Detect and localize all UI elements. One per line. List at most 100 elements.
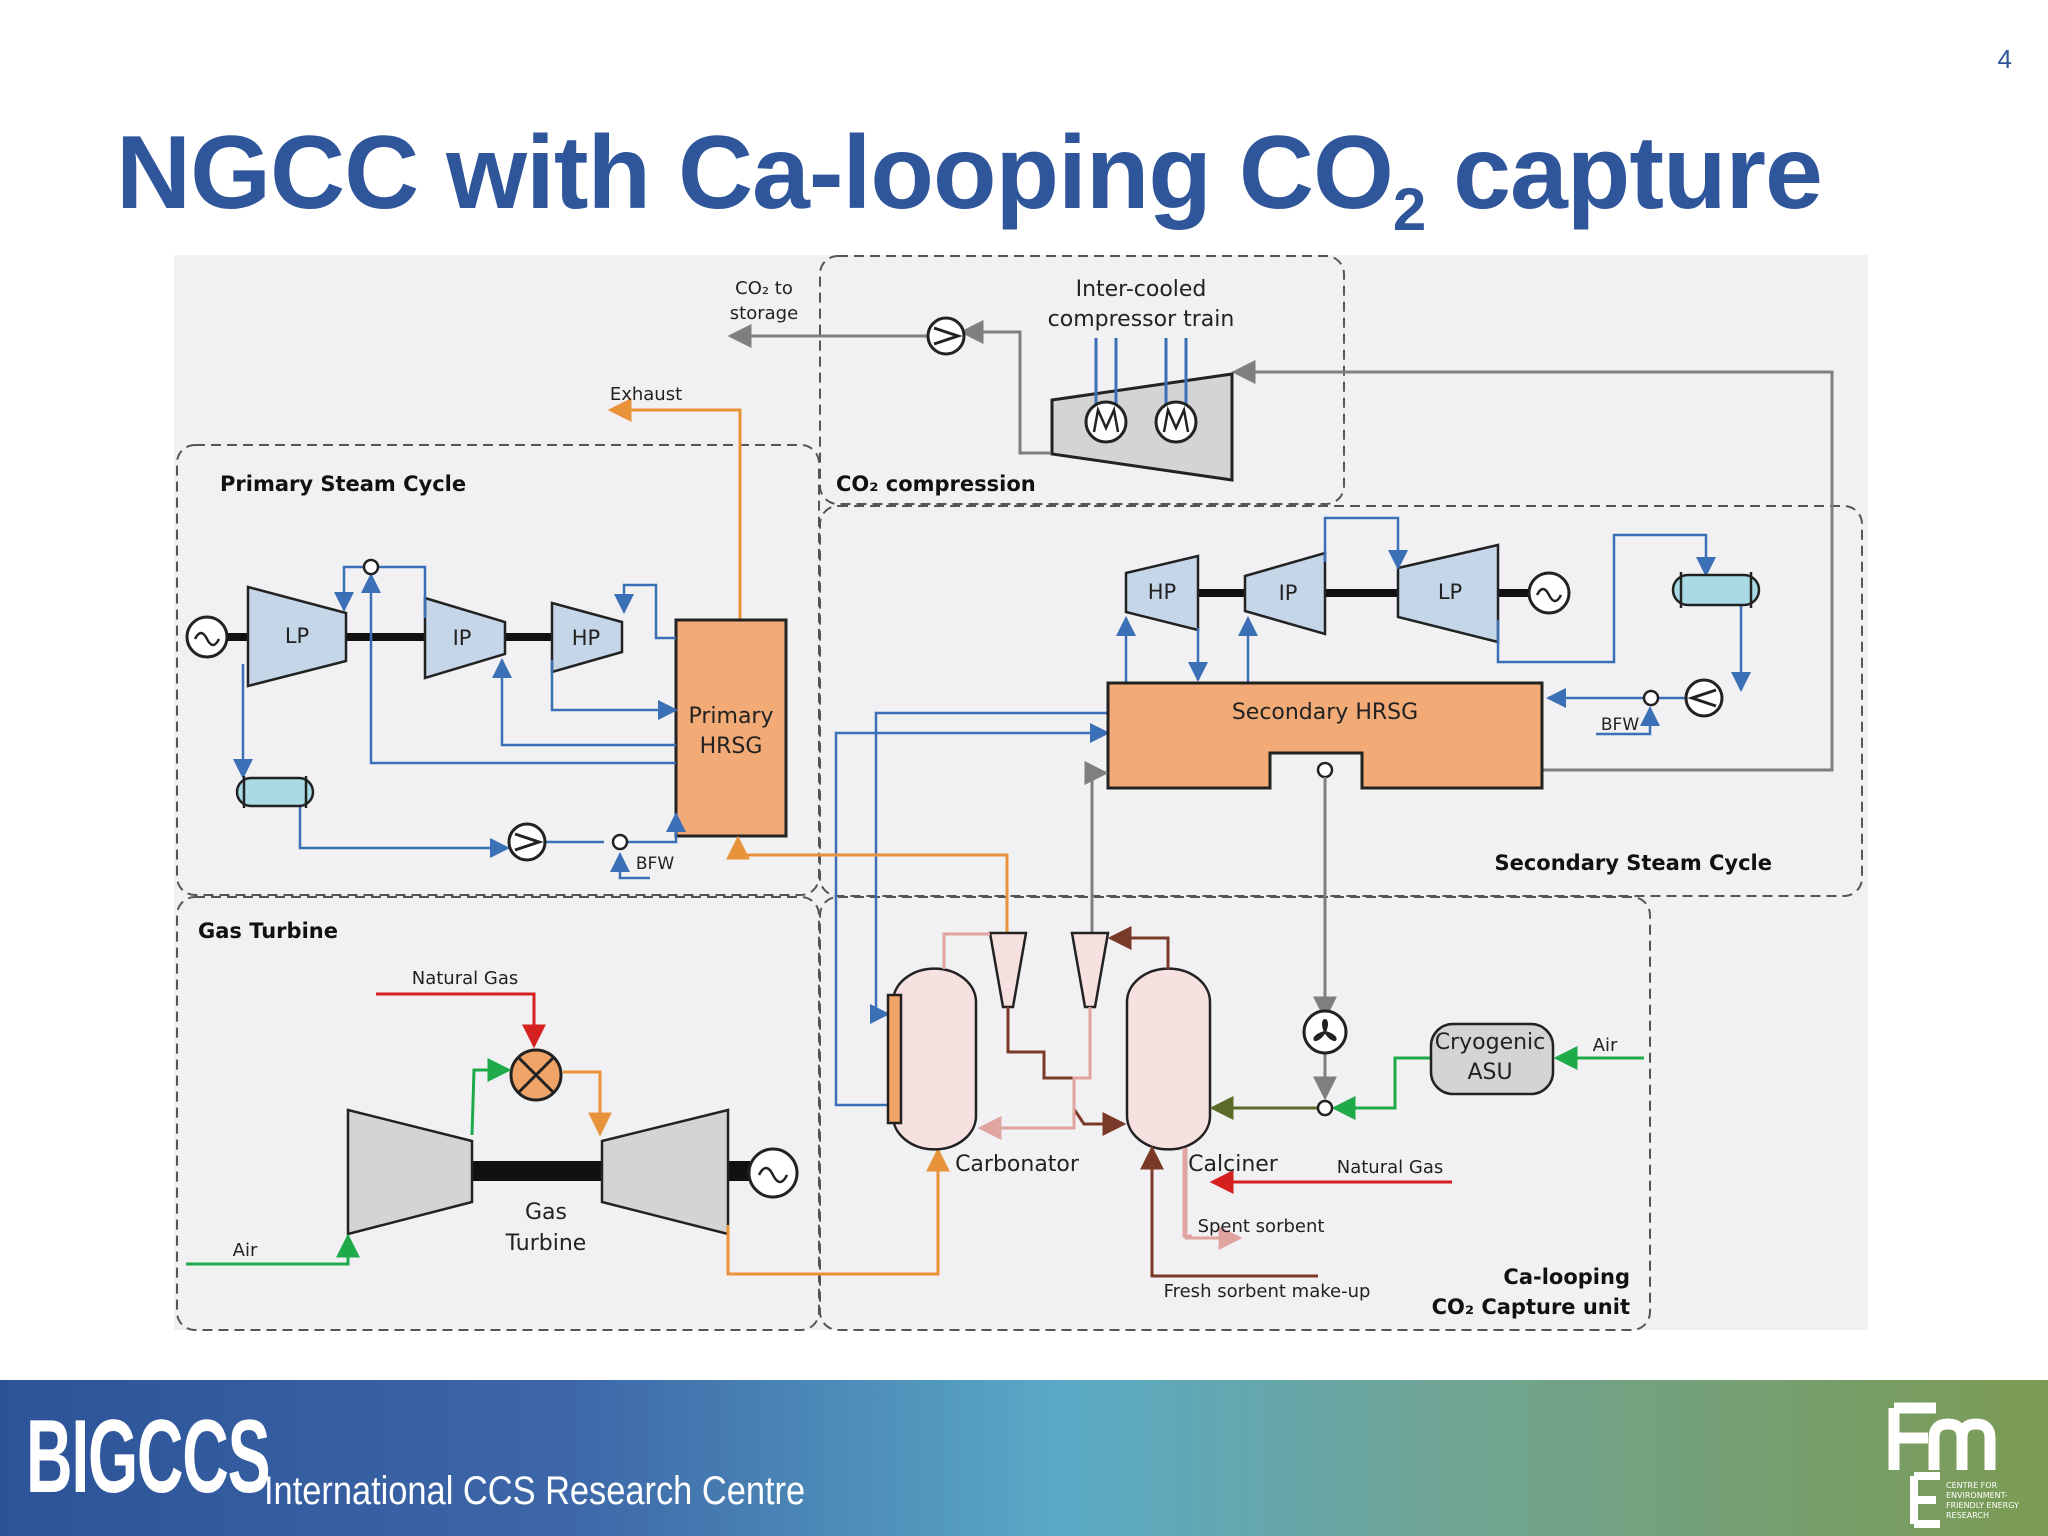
primary-bfw-valve bbox=[611, 833, 629, 851]
primary-pump-icon bbox=[507, 822, 547, 862]
exhaust-line bbox=[607, 398, 742, 620]
cryogenic-label-1: Cryogenic bbox=[1435, 1030, 1546, 1055]
fme-logo-line-3: FRIENDLY ENERGY bbox=[1946, 1501, 2019, 1510]
cryogenic-label-2: ASU bbox=[1467, 1060, 1512, 1085]
primary-hp-label: HP bbox=[572, 626, 600, 650]
gas-turbine-shaft bbox=[472, 1161, 602, 1181]
slide-number: 4 bbox=[1997, 44, 2012, 74]
primary-hp-turbine bbox=[550, 601, 624, 674]
ca-looping-label-1: Ca-looping bbox=[1503, 1265, 1630, 1289]
co2-blower-icon bbox=[1302, 1009, 1348, 1055]
secondary-generator-icon bbox=[1527, 571, 1571, 615]
combustion-gas-line bbox=[563, 1070, 612, 1137]
secondary-hrsg-outlet bbox=[1316, 761, 1334, 779]
primary-bfw-label: BFW bbox=[636, 854, 674, 874]
primary-lp-label: LP bbox=[285, 624, 309, 648]
secondary-lp-label: LP bbox=[1438, 580, 1462, 604]
secondary-hp-label: HP bbox=[1148, 580, 1176, 604]
asu-natural-gas-label: Natural Gas bbox=[1337, 1157, 1443, 1178]
primary-hrsg-label-2: HRSG bbox=[700, 734, 763, 759]
secondary-steam-cycle-box bbox=[819, 505, 1863, 897]
primary-hrsg-label-1: Primary bbox=[688, 704, 773, 729]
slide-title: NGCC with Ca-looping CO2 capture bbox=[116, 108, 1823, 275]
title-end: capture bbox=[1425, 115, 1823, 231]
footer-tagline: International CCS Research Centre bbox=[264, 1469, 806, 1513]
asu-air-label: Air bbox=[1593, 1035, 1618, 1056]
process-diagram: CO₂ to storage Inter-cooled compressor t… bbox=[174, 255, 1868, 1331]
title-subscript: 2 bbox=[1392, 176, 1426, 243]
carbonated-sorbent-line bbox=[1006, 1007, 1127, 1136]
intercooler-2-icon bbox=[1154, 400, 1198, 444]
gas-turbine-generator-icon bbox=[747, 1147, 799, 1199]
spent-sorbent-line-a bbox=[1182, 1148, 1192, 1238]
secondary-hrsg-label: Secondary HRSG bbox=[1232, 700, 1418, 725]
fme-logo-line-4: RESEARCH bbox=[1946, 1511, 1989, 1520]
oxidant-mixer-node bbox=[1316, 1099, 1334, 1117]
flue-gas-to-carbonator-line bbox=[726, 1147, 950, 1276]
co2-compression-box bbox=[819, 255, 1345, 505]
intercooled-label-2: compressor train bbox=[1048, 307, 1235, 332]
carbonator-label: Carbonator bbox=[955, 1152, 1080, 1177]
primary-valve bbox=[362, 558, 380, 576]
gas-turbine-box bbox=[176, 896, 820, 1331]
calciner-label: Calciner bbox=[1188, 1152, 1279, 1177]
fresh-sorbent-label: Fresh sorbent make-up bbox=[1164, 1281, 1371, 1302]
carbonator-cyclone bbox=[988, 931, 1028, 1009]
secondary-pump-icon bbox=[1684, 678, 1724, 718]
primary-lp-turbine bbox=[246, 585, 348, 688]
carbonator-gas-to-hrsg-line bbox=[1084, 761, 1109, 935]
primary-steam-cycle-label: Primary Steam Cycle bbox=[220, 472, 466, 496]
gt-air-label: Air bbox=[233, 1240, 258, 1261]
carbonator-to-cyclone-line bbox=[942, 932, 990, 969]
fme-logo-icon: CENTRE FOR ENVIRONMENT- FRIENDLY ENERGY … bbox=[1888, 1402, 2019, 1528]
secondary-ip-label: IP bbox=[1279, 581, 1298, 605]
compressed-air-line bbox=[470, 1058, 512, 1136]
co2-recycle-line bbox=[1231, 360, 1834, 772]
footer-banner: BIGCCS International CCS Research Centre… bbox=[0, 1380, 2048, 1536]
title-main: NGCC with Ca-looping CO bbox=[116, 115, 1394, 231]
spent-sorbent-label: Spent sorbent bbox=[1198, 1216, 1325, 1237]
natural-gas-to-combustor-line bbox=[376, 992, 546, 1049]
co2-pump-icon bbox=[926, 316, 966, 356]
gas-turbine-label-1: Gas bbox=[525, 1200, 567, 1225]
secondary-bfw-valve bbox=[1642, 689, 1660, 707]
calciner-to-cyclone-line bbox=[1107, 926, 1170, 969]
air-inlet-line bbox=[186, 1233, 360, 1266]
calcined-sorbent-line bbox=[977, 1007, 1092, 1140]
spent-sorbent-line bbox=[1184, 1148, 1243, 1250]
fme-logo-line-1: CENTRE FOR bbox=[1946, 1481, 1998, 1490]
gas-turbine-label-2: Turbine bbox=[505, 1231, 587, 1256]
primary-ip-turbine bbox=[423, 596, 507, 680]
secondary-bfw-label: BFW bbox=[1601, 715, 1639, 735]
co2-to-compressor-line bbox=[959, 320, 1050, 455]
gt-natural-gas-label: Natural Gas bbox=[412, 968, 518, 989]
oxygen-line bbox=[1331, 1056, 1431, 1120]
intercooler-1-icon bbox=[1084, 400, 1128, 444]
bigccs-logo: BIGCCS bbox=[26, 1399, 271, 1515]
generator-shaft bbox=[728, 1161, 750, 1181]
gas-turbine-section-label: Gas Turbine bbox=[198, 919, 338, 943]
co2-storage-label-2: storage bbox=[730, 303, 798, 324]
gas-compressor bbox=[346, 1108, 474, 1236]
carbonator-vessel bbox=[891, 967, 978, 1151]
secondary-steam-lines bbox=[834, 516, 1751, 1107]
primary-steam-lines bbox=[233, 565, 686, 880]
calciner-vessel bbox=[1125, 967, 1212, 1151]
primary-generator-icon bbox=[185, 615, 229, 659]
intercooled-label-1: Inter-cooled bbox=[1076, 277, 1207, 302]
calciner-cyclone bbox=[1070, 931, 1110, 1009]
secondary-ip-turbine bbox=[1243, 551, 1327, 636]
fme-logo-line-2: ENVIRONMENT- bbox=[1946, 1491, 2008, 1500]
co2-storage-label-1: CO₂ to bbox=[735, 278, 793, 299]
primary-ip-label: IP bbox=[453, 626, 472, 650]
secondary-condenser-heat-exchanger-icon bbox=[1671, 572, 1761, 608]
ca-looping-label-2: CO₂ Capture unit bbox=[1432, 1295, 1630, 1319]
carbonator-heat-exchanger bbox=[886, 993, 903, 1125]
co2-compression-label: CO₂ compression bbox=[836, 472, 1036, 496]
primary-condenser-heat-exchanger-icon bbox=[235, 776, 315, 808]
cryogenic-asu bbox=[1429, 1022, 1555, 1096]
flue-gas-to-primary-hrsg-line bbox=[726, 835, 1009, 935]
secondary-steam-cycle-label: Secondary Steam Cycle bbox=[1494, 851, 1772, 875]
secondary-hrsg bbox=[1106, 681, 1544, 790]
fresh-sorbent-line bbox=[1140, 1145, 1318, 1278]
